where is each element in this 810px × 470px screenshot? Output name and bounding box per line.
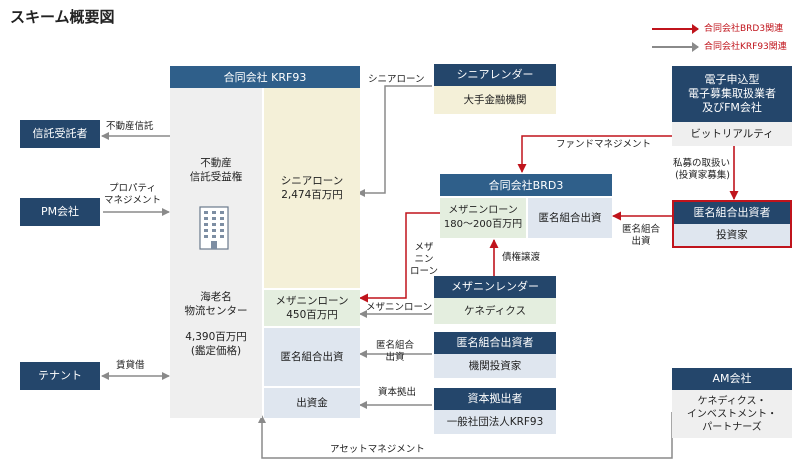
krf93-capital: 出資金 <box>264 388 360 418</box>
platform-header: 電子申込型 電子募集取扱業者 及びFM会社 <box>672 66 792 122</box>
platform-name: ビットリアルティ <box>672 122 792 146</box>
legend-arrow-krf93 <box>692 42 699 52</box>
building-icon <box>199 206 229 250</box>
arrow-mezz-red <box>359 212 440 303</box>
krf93-tk-equity: 匿名組合出資 <box>264 328 360 386</box>
label-assign: 債権譲渡 <box>502 252 541 263</box>
label-mezz: メザニンローン <box>366 302 433 313</box>
label-pm: プロパティ マネジメント <box>104 183 162 206</box>
krf93-asset-panel <box>170 88 262 418</box>
capital-provider-name: 一般社団法人KRF93 <box>434 410 556 434</box>
brd3-header: 合同会社BRD3 <box>440 174 612 196</box>
label-brd3-tk: 匿名組合 出資 <box>622 224 661 247</box>
legend: 合同会社BRD3関連 合同会社KRF93関連 <box>652 22 802 58</box>
property-name: 海老名 物流センター <box>184 291 248 317</box>
krf93-mezz-loan: メザニンローン 450百万円 <box>264 290 360 326</box>
brd3-investor-name: 投資家 <box>674 224 790 246</box>
trustee-box: 信託受託者 <box>20 120 100 148</box>
pm-company-box: PM会社 <box>20 198 100 226</box>
label-fund-mgmt: ファンドマネジメント <box>556 139 652 150</box>
brd3-investor-header: 匿名組合出資者 <box>674 202 790 224</box>
krf93-asset-label: 不動産 信託受益権 <box>189 157 243 183</box>
page-title: スキーム概要図 <box>10 8 115 26</box>
am-company-name: ケネディクス・ インベストメント・ パートナーズ <box>672 390 792 438</box>
arrow-fund-mgmt <box>517 135 672 173</box>
label-private: 私募の取扱い (投資家募集) <box>672 158 730 181</box>
legend-arrow-brd3 <box>692 24 699 34</box>
legend-label-brd3: 合同会社BRD3関連 <box>704 24 784 34</box>
label-senior: シニアローン <box>368 74 425 85</box>
label-capital: 資本拠出 <box>378 387 417 398</box>
capital-provider-header: 資本拠出者 <box>434 388 556 410</box>
tk-investor-name: 機関投資家 <box>434 354 556 378</box>
label-asset-mgmt: アセットマネジメント <box>330 444 425 455</box>
brd3-tk-equity: 匿名組合出資 <box>528 198 612 238</box>
label-mezz-vertical: メザ ニン ローン <box>410 242 439 277</box>
krf93-header: 合同会社 KRF93 <box>170 66 360 88</box>
legend-line-brd3 <box>652 28 698 30</box>
senior-lender-header: シニアレンダー <box>434 64 556 86</box>
arrow-senior <box>357 85 432 197</box>
krf93-senior-loan: シニアローン 2,474百万円 <box>264 88 360 288</box>
legend-line-krf93 <box>652 46 698 48</box>
label-trust: 不動産信託 <box>106 121 154 132</box>
senior-lender-name: 大手金融機関 <box>434 86 556 114</box>
brd3-investor-box: 匿名組合出資者 投資家 <box>672 200 792 248</box>
tk-investor-header: 匿名組合出資者 <box>434 332 556 354</box>
label-tk: 匿名組合 出資 <box>376 340 415 363</box>
am-company-header: AM会社 <box>672 368 792 390</box>
tenant-box: テナント <box>20 362 100 390</box>
mezz-lender-name: ケネディクス <box>434 298 556 324</box>
mezz-lender-header: メザニンレンダー <box>434 276 556 298</box>
legend-label-krf93: 合同会社KRF93関連 <box>704 42 787 52</box>
brd3-mezz-loan: メザニンローン 180～200百万円 <box>440 198 526 238</box>
label-lease: 賃貸借 <box>116 360 145 371</box>
property-appraisal: 4,390百万円 (鑑定価格) <box>185 331 247 357</box>
